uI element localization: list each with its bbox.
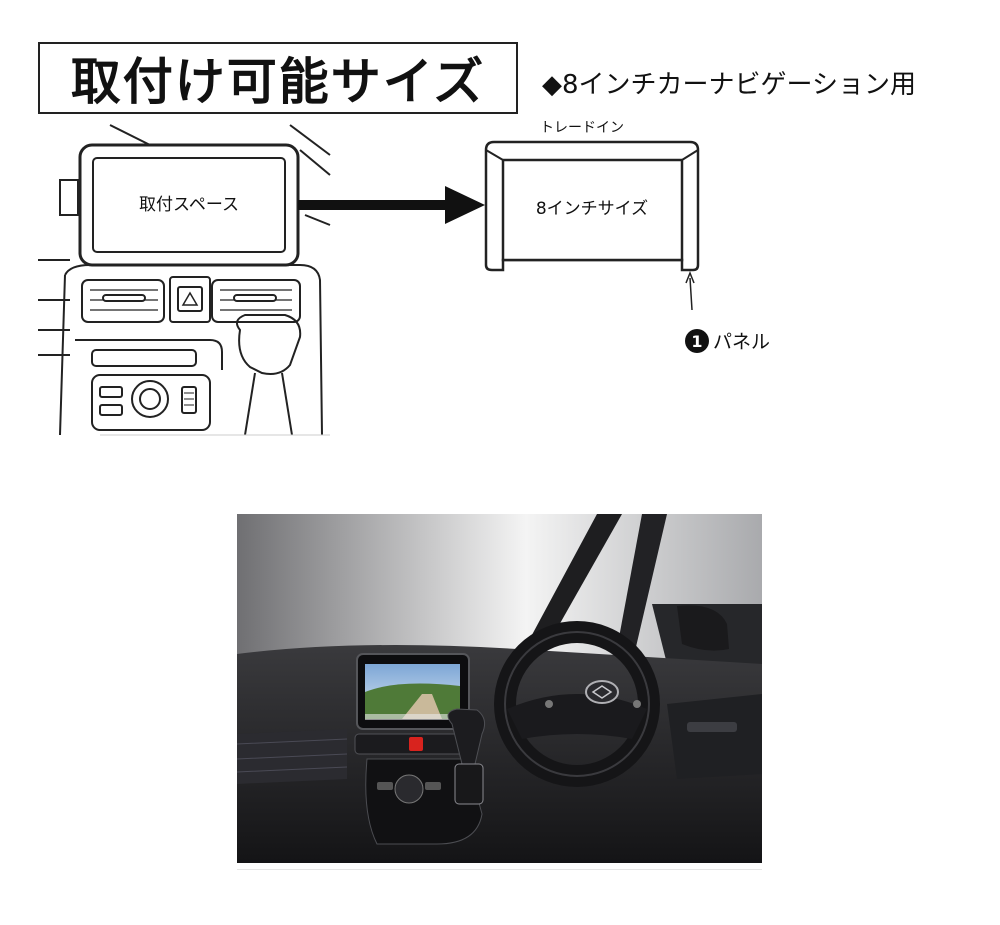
panel-label: パネル: [713, 331, 770, 353]
divider: [237, 869, 762, 870]
panel-number: 1: [691, 332, 702, 351]
page-title: 取付け可能サイズ: [70, 53, 486, 111]
tray-label: トレードイン: [540, 120, 624, 136]
number-1-icon: [685, 329, 709, 353]
mount-space-label: 取付スペース: [139, 195, 239, 215]
title-box: 取付け可能サイズ: [38, 42, 518, 114]
size-label: 8インチサイズ: [536, 199, 648, 219]
car-interior-photo: [237, 514, 762, 863]
arrow-icon: [298, 200, 448, 210]
installation-diagram: 取付スペース トレードイン 8インチサイズ 1 パネル: [38, 120, 770, 436]
subtitle: ◆8インチカーナビゲーション用: [542, 70, 917, 100]
